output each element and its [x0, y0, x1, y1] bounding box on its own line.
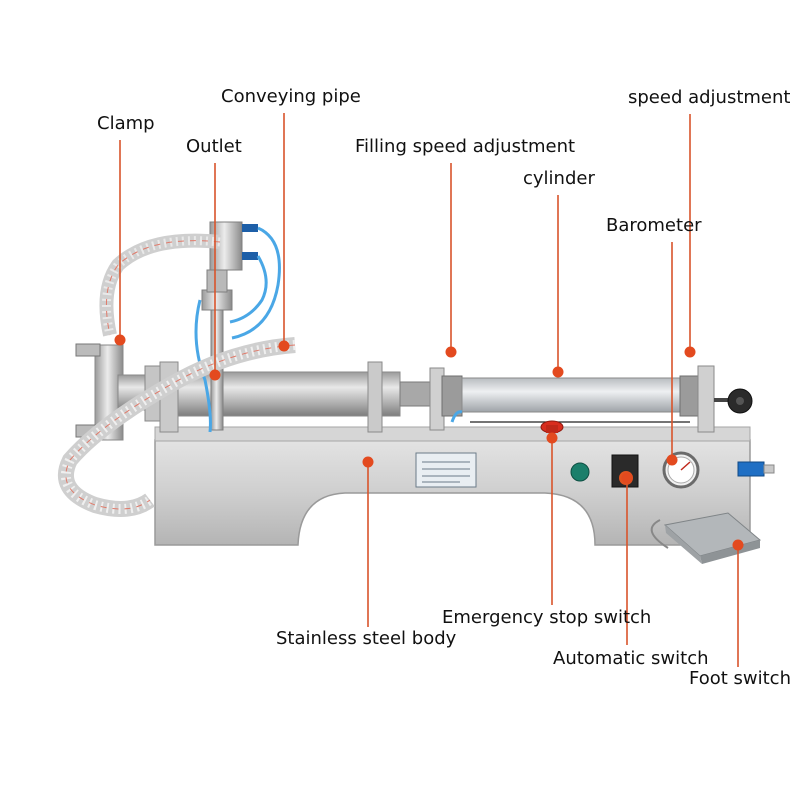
label-stainless-steel-body: Stainless steel body: [276, 628, 457, 649]
air-hoses: [194, 226, 463, 433]
marker-clamp: [114, 334, 126, 346]
marker-foot-switch: [732, 539, 744, 551]
label-filling-speed-adjustment: Filling speed adjustment: [355, 136, 576, 157]
stainless-steel-body: [154, 426, 751, 546]
air-connector: [737, 461, 775, 477]
label-barometer: Barometer: [606, 215, 702, 236]
foot-switch: [650, 512, 762, 564]
label-foot-switch: Foot switch: [689, 668, 791, 689]
label-emergency-stop-switch: Emergency stop switch: [442, 607, 652, 628]
marker-stainless-body: [362, 456, 374, 468]
label-cylinder: cylinder: [523, 168, 595, 189]
marker-outlet: [209, 369, 221, 381]
emergency-stop-switch: [540, 420, 564, 434]
marker-automatic-switch: [621, 472, 633, 484]
label-clamp: Clamp: [97, 113, 155, 134]
callout-markers: [114, 334, 744, 551]
label-conveying-pipe: Conveying pipe: [221, 86, 361, 107]
marker-speed-adjustment: [684, 346, 696, 358]
outlet-nozzle: [201, 221, 258, 431]
label-outlet: Outlet: [186, 136, 242, 157]
marker-conveying-pipe: [278, 340, 290, 352]
air-cylinder: [429, 365, 715, 433]
marker-emergency-stop: [546, 432, 558, 444]
marker-cylinder: [552, 366, 564, 378]
indicator-light: [570, 462, 590, 482]
nameplate: [415, 452, 477, 488]
label-automatic-switch: Automatic switch: [553, 648, 709, 669]
leader-lines: [119, 113, 739, 667]
marker-filling-speed: [445, 346, 457, 358]
handwheel: [714, 388, 753, 414]
label-speed-adjustment: speed adjustment: [628, 87, 791, 108]
marker-barometer: [666, 454, 678, 466]
conveying-pipe: [58, 233, 296, 517]
